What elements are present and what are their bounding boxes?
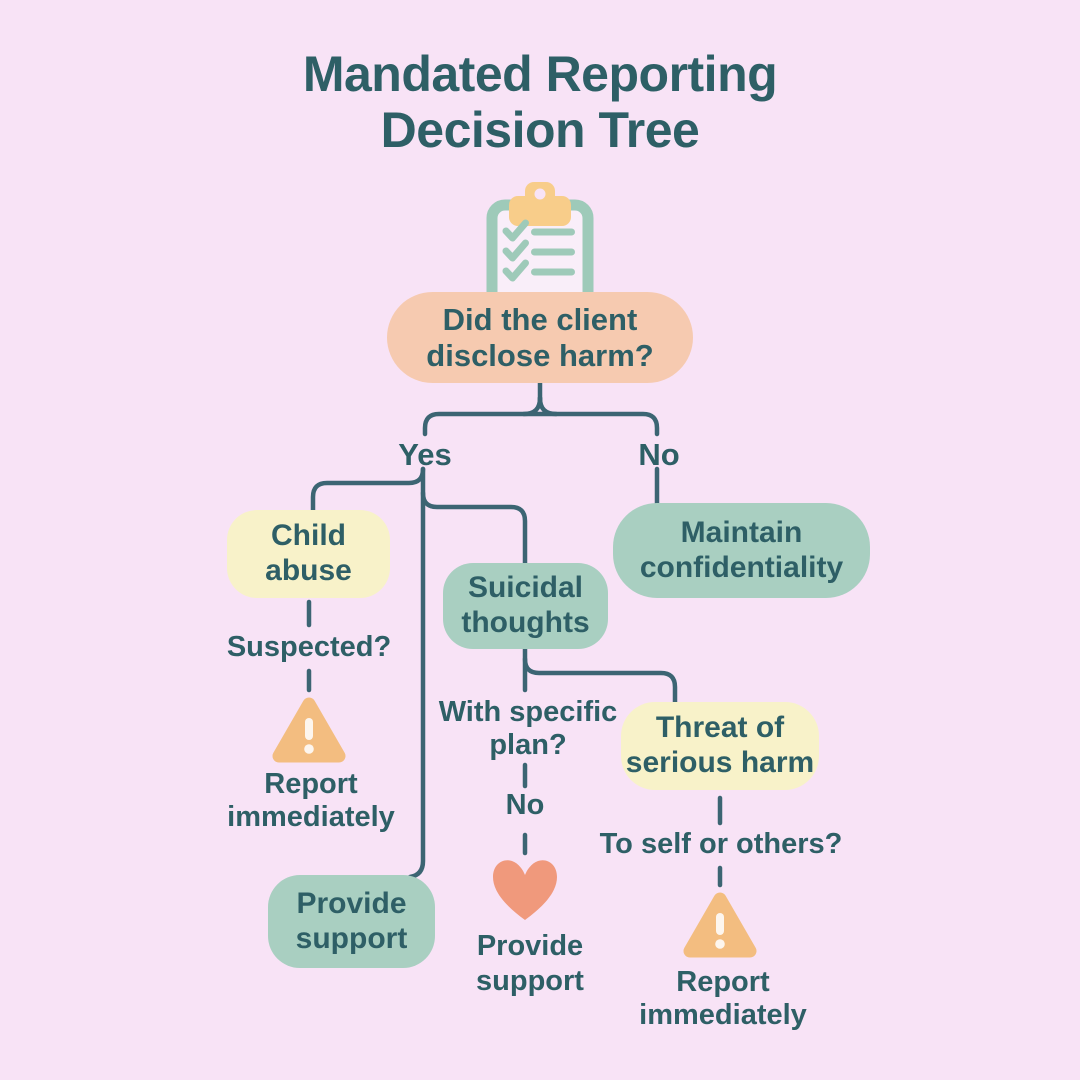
node-suicidal-thoughts: Suicidal thoughts <box>443 563 608 649</box>
warning-triangle-icon <box>272 697 346 763</box>
edge-yes-to-suicidal <box>420 490 528 569</box>
node-threat-of-serious-harm: Threat of serious harm <box>621 702 819 790</box>
label-report-immediately-child: Report immediately <box>227 768 395 834</box>
edge-root-fillet-left <box>521 395 543 417</box>
branch-label-no: No <box>638 437 680 472</box>
label-to-self-or-others: To self or others? <box>599 828 843 860</box>
branch-label-yes: Yes <box>398 437 452 472</box>
label-suspected: Suspected? <box>226 631 392 663</box>
heart-icon <box>493 860 557 920</box>
label-report-immediately-threat: Report immediately <box>639 966 807 1032</box>
label-with-specific-plan: With specific plan? <box>438 696 618 762</box>
clipboard-checklist-icon <box>486 182 594 300</box>
node-did-client-disclose-harm: Did the client disclose harm? <box>387 292 693 383</box>
node-provide-support: Provide support <box>268 875 435 968</box>
node-maintain-confidentiality: Maintain confidentiality <box>613 503 870 598</box>
edge-root-fillet-right <box>537 395 559 417</box>
page-title: Mandated Reporting Decision Tree <box>302 46 778 158</box>
edge-yes-to-child-abuse <box>310 466 426 515</box>
edge-split-bar <box>422 411 660 437</box>
node-child-abuse: Child abuse <box>227 510 390 598</box>
label-no-plan: No <box>505 789 545 821</box>
label-provide-support-heart: Provide support <box>476 930 584 997</box>
warning-triangle-icon <box>683 892 757 958</box>
edge-suicidal-to-threat <box>522 656 678 709</box>
